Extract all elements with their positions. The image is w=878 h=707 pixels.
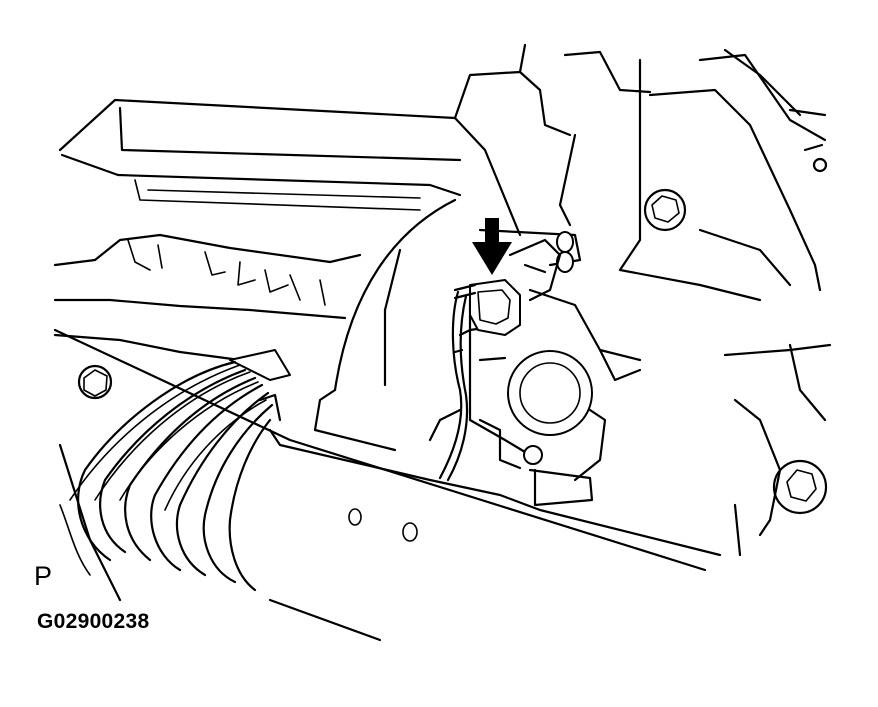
- lower-plate: [53, 328, 722, 642]
- connector-plug: [453, 279, 521, 336]
- ribbed-section: [53, 233, 362, 362]
- figure-code: G02900238: [37, 610, 150, 633]
- sensor-assembly: [428, 228, 642, 507]
- view-label: P: [34, 561, 53, 591]
- right-bracket: [618, 48, 832, 557]
- curved-cover: [313, 198, 457, 452]
- indicator-arrow: [472, 218, 512, 275]
- upper-housing: [58, 43, 652, 237]
- wire-harness: [59, 349, 291, 592]
- connector-wires: [438, 290, 469, 482]
